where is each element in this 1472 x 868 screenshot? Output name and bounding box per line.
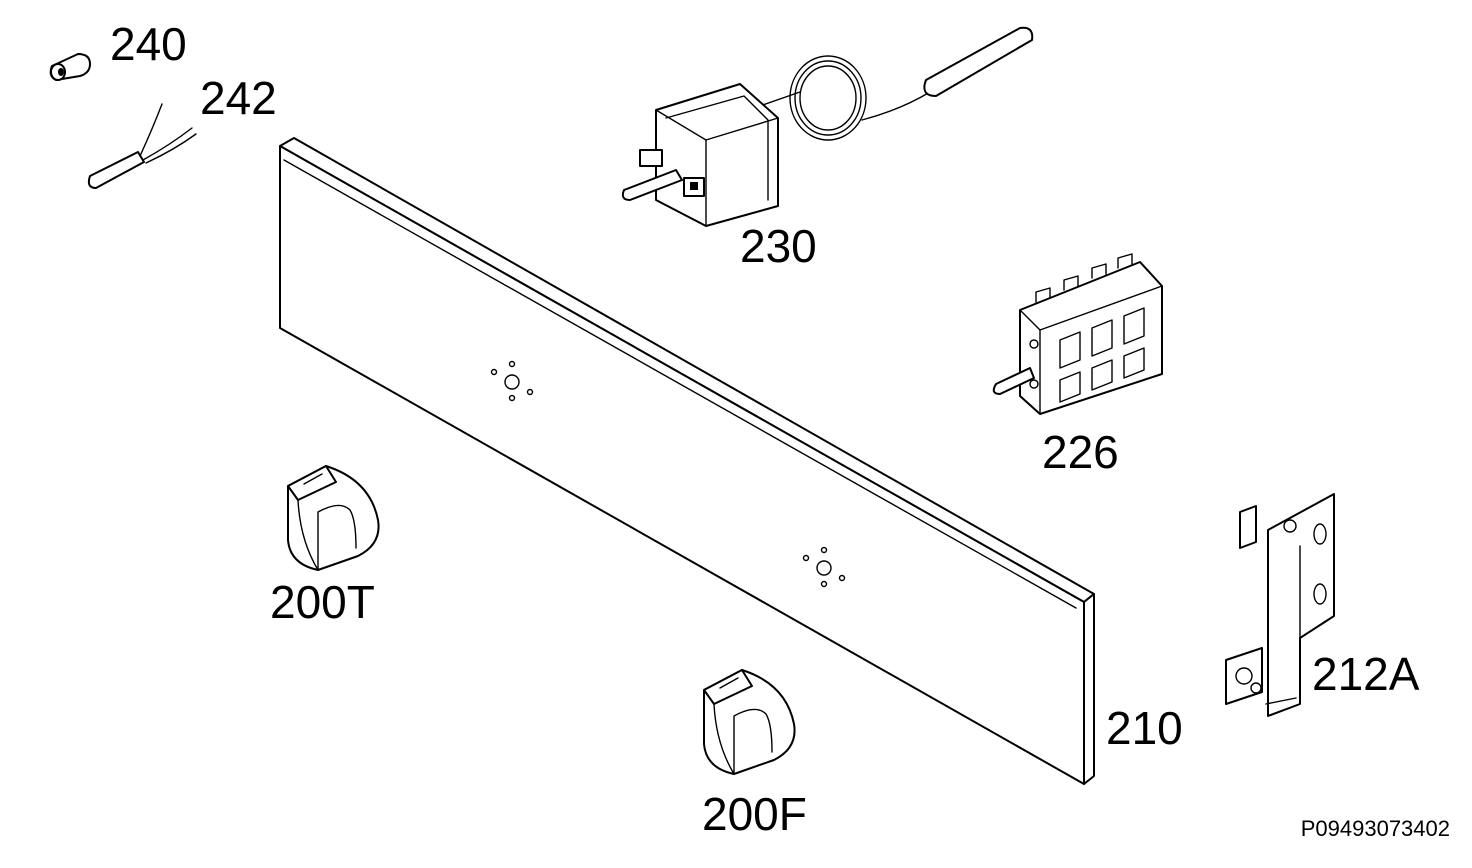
- label-226: 226: [1042, 426, 1119, 478]
- diagram-reference-code: P09493073402: [1301, 816, 1450, 841]
- part-242-probe: [87, 103, 197, 189]
- label-242: 242: [200, 72, 277, 124]
- label-212A: 212A: [1312, 648, 1420, 700]
- label-240: 240: [110, 18, 187, 70]
- part-212A-bracket: [1225, 493, 1335, 717]
- label-210: 210: [1106, 702, 1183, 754]
- part-210-control-panel: [279, 137, 1095, 785]
- part-240-bulb: [49, 53, 91, 81]
- part-230-thermostat: [621, 26, 1034, 227]
- part-200F-knob: [703, 669, 796, 775]
- label-230: 230: [740, 220, 817, 272]
- part-200T-knob: [287, 465, 380, 571]
- label-200T: 200T: [270, 576, 375, 628]
- label-200F: 200F: [702, 788, 807, 840]
- part-226-switch: [992, 253, 1163, 415]
